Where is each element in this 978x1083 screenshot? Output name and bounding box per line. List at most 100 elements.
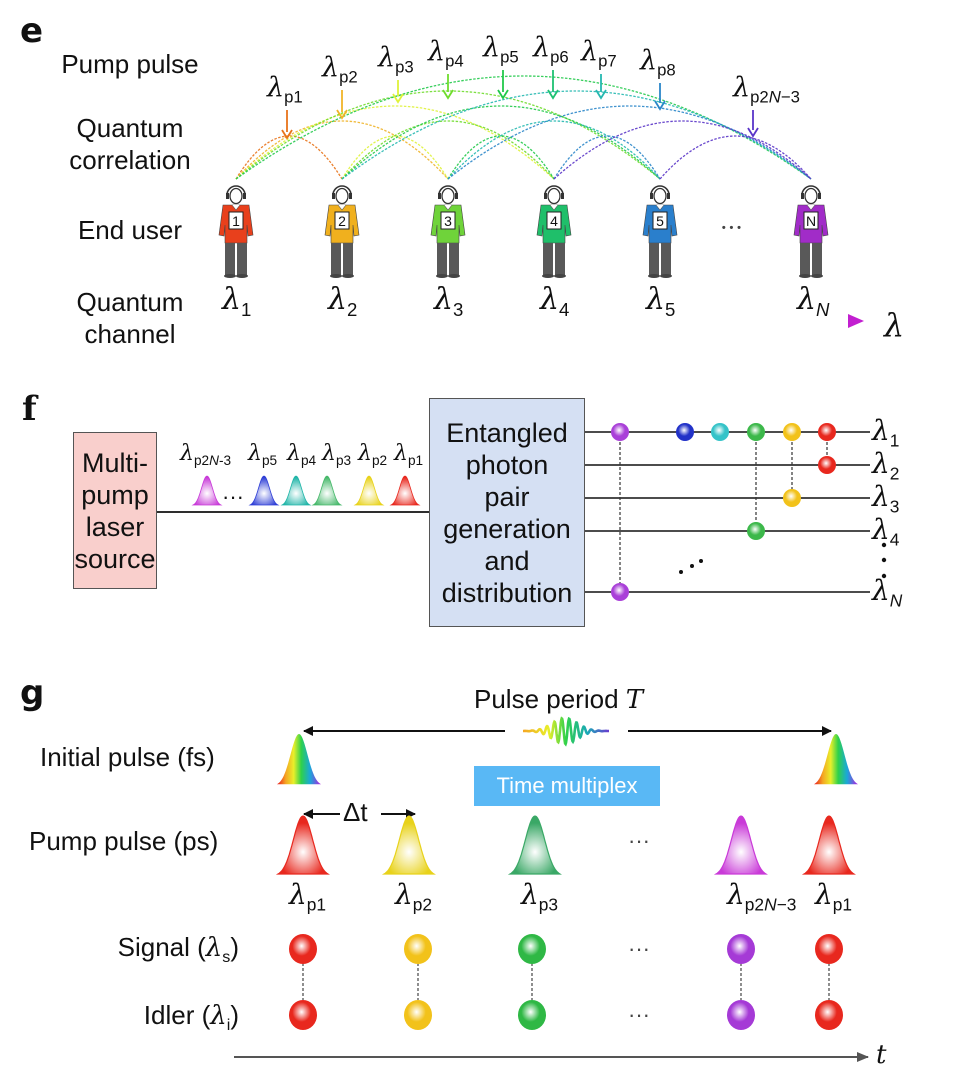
idler-ellipsis: ··· xyxy=(628,1002,650,1027)
idler-photon xyxy=(815,1000,843,1030)
end-user-row-label: End user xyxy=(77,215,183,245)
pump-pulse-p2 xyxy=(353,475,385,506)
pulses-ellipsis: ··· xyxy=(222,484,244,509)
pump-arrow-p1 xyxy=(281,110,293,140)
pulse-period-label: Pulse period T xyxy=(474,684,643,715)
channel-label-3: λ3 xyxy=(872,480,900,517)
pump-pulse-ps-p1 xyxy=(275,815,330,875)
pump-pulse-ps-label-p3: λp3 xyxy=(521,878,559,915)
end-user-5: 5 xyxy=(642,185,678,278)
correlation-arc xyxy=(341,135,449,180)
pump-pulse-ps-p3 xyxy=(507,815,562,875)
channel-ellipsis-dot xyxy=(881,573,887,579)
pump-arrow-p5 xyxy=(497,70,509,100)
user-badge-number: 1 xyxy=(232,213,240,229)
photon-dot-channel-N xyxy=(611,583,629,601)
user-badge-number: 4 xyxy=(550,213,558,229)
photon-dot-channel-4 xyxy=(747,522,765,540)
pump-label-p6: λp6 xyxy=(533,32,569,67)
user-badge-number: 2 xyxy=(338,213,346,229)
panel-g-diagram xyxy=(234,716,869,1062)
pump-pulse-ps-p1 xyxy=(801,815,856,875)
correlation-arc xyxy=(447,105,812,180)
user-badge-number: 5 xyxy=(656,213,664,229)
wavelength-axis-symbol: λ xyxy=(884,306,905,344)
pulse-label-p2N-3: λp2N-3 xyxy=(180,441,232,469)
pump-label-p8: λp8 xyxy=(640,45,676,80)
user-wavelength-1: λ1 xyxy=(222,282,252,321)
photon-dot-channel-3 xyxy=(783,489,801,507)
pump-pulse-p5 xyxy=(248,475,280,506)
signal-ellipsis: ··· xyxy=(628,936,650,961)
idler-row-label: Idler (λi) xyxy=(143,1000,239,1035)
wave-packet-icon xyxy=(523,716,609,747)
diagonal-ellipsis-dot xyxy=(699,559,703,563)
source-box-line: pump xyxy=(81,479,149,510)
generation-box-line: photon xyxy=(465,449,549,480)
channel-label-4: λ4 xyxy=(872,513,900,550)
user-badge-number: 3 xyxy=(444,213,452,229)
pump-pulse-p4 xyxy=(280,475,312,506)
pump-pulse-p3 xyxy=(311,475,343,506)
correlation-arc xyxy=(235,105,555,180)
pump-arrow-p3 xyxy=(392,80,404,104)
quantum-channel-line1: Quantum xyxy=(76,287,184,317)
correlation-arcs xyxy=(235,75,812,180)
correlation-arc xyxy=(341,90,812,180)
photon-dot-channel-2 xyxy=(818,456,836,474)
pump-arrow-p2N−3 xyxy=(747,110,759,138)
pump-pulse-ps-p2N−3 xyxy=(713,815,768,875)
pump-label-p7: λp7 xyxy=(581,36,617,71)
pump-pulse-p2N-3 xyxy=(191,475,223,506)
correlation-arc xyxy=(235,120,449,180)
quantum-channel-row-label: Quantum channel xyxy=(40,286,220,350)
user-wavelength-5: λ5 xyxy=(646,282,676,321)
pump-label-p3: λp3 xyxy=(378,42,414,77)
quantum-correlation-row-label: Quantum correlation xyxy=(40,112,220,176)
correlation-arc xyxy=(553,120,812,180)
pump-label-p2: λp2 xyxy=(322,52,358,87)
channel-ellipsis-dot xyxy=(881,557,887,563)
end-user-4: 4 xyxy=(536,185,572,278)
photon-dot-channel-1 xyxy=(783,423,801,441)
source-box-line: laser xyxy=(85,511,145,542)
pump-pulse-ps-label-p1: λp1 xyxy=(815,878,853,915)
diagonal-ellipsis-dot xyxy=(679,570,683,574)
pulse-label-p4: λp4 xyxy=(287,441,317,469)
signal-photon xyxy=(289,934,317,964)
diagonal-ellipsis-dot xyxy=(690,564,694,568)
signal-photon xyxy=(404,934,432,964)
channel-label-1: λ1 xyxy=(872,414,900,451)
pulse-period-symbol: T xyxy=(625,685,644,715)
time-multiplex-badge: Time multiplex xyxy=(474,766,660,806)
generation-box-line: and xyxy=(484,545,530,576)
panel-g-letter: g xyxy=(20,673,45,713)
correlation-arc xyxy=(235,75,812,180)
pump-arrows xyxy=(281,70,759,140)
photon-dot-channel-1 xyxy=(676,423,694,441)
pump-arrow-p8 xyxy=(654,83,666,111)
signal-photon xyxy=(518,934,546,964)
correlation-arc xyxy=(447,120,661,180)
photon-dot-channel-1 xyxy=(611,423,629,441)
pump-pulse-ps-label-p2: λp2 xyxy=(395,878,433,915)
correlation-arc xyxy=(235,135,343,180)
source-box-line: Multi- xyxy=(81,447,148,478)
pump-label-p4: λp4 xyxy=(428,36,464,71)
generation-box-line: distribution xyxy=(441,577,573,608)
photon-dot-channel-1 xyxy=(818,423,836,441)
pump-pulse-ps-p2 xyxy=(381,815,436,875)
pump-arrow-p6 xyxy=(547,70,559,100)
pump-label-p1: λp1 xyxy=(267,72,303,107)
source-box-line: source xyxy=(74,543,156,574)
pump-pulse-ps-label-p1: λp1 xyxy=(289,878,327,915)
pump-pulse-ps-row-label: Pump pulse (ps) xyxy=(29,826,219,856)
pump-ellipsis: ··· xyxy=(628,828,650,853)
generation-box-line: generation xyxy=(443,513,571,544)
end-user-3: 3 xyxy=(430,185,466,278)
quantum-correlation-line2: correlation xyxy=(69,145,191,175)
correlation-arc xyxy=(341,120,555,180)
